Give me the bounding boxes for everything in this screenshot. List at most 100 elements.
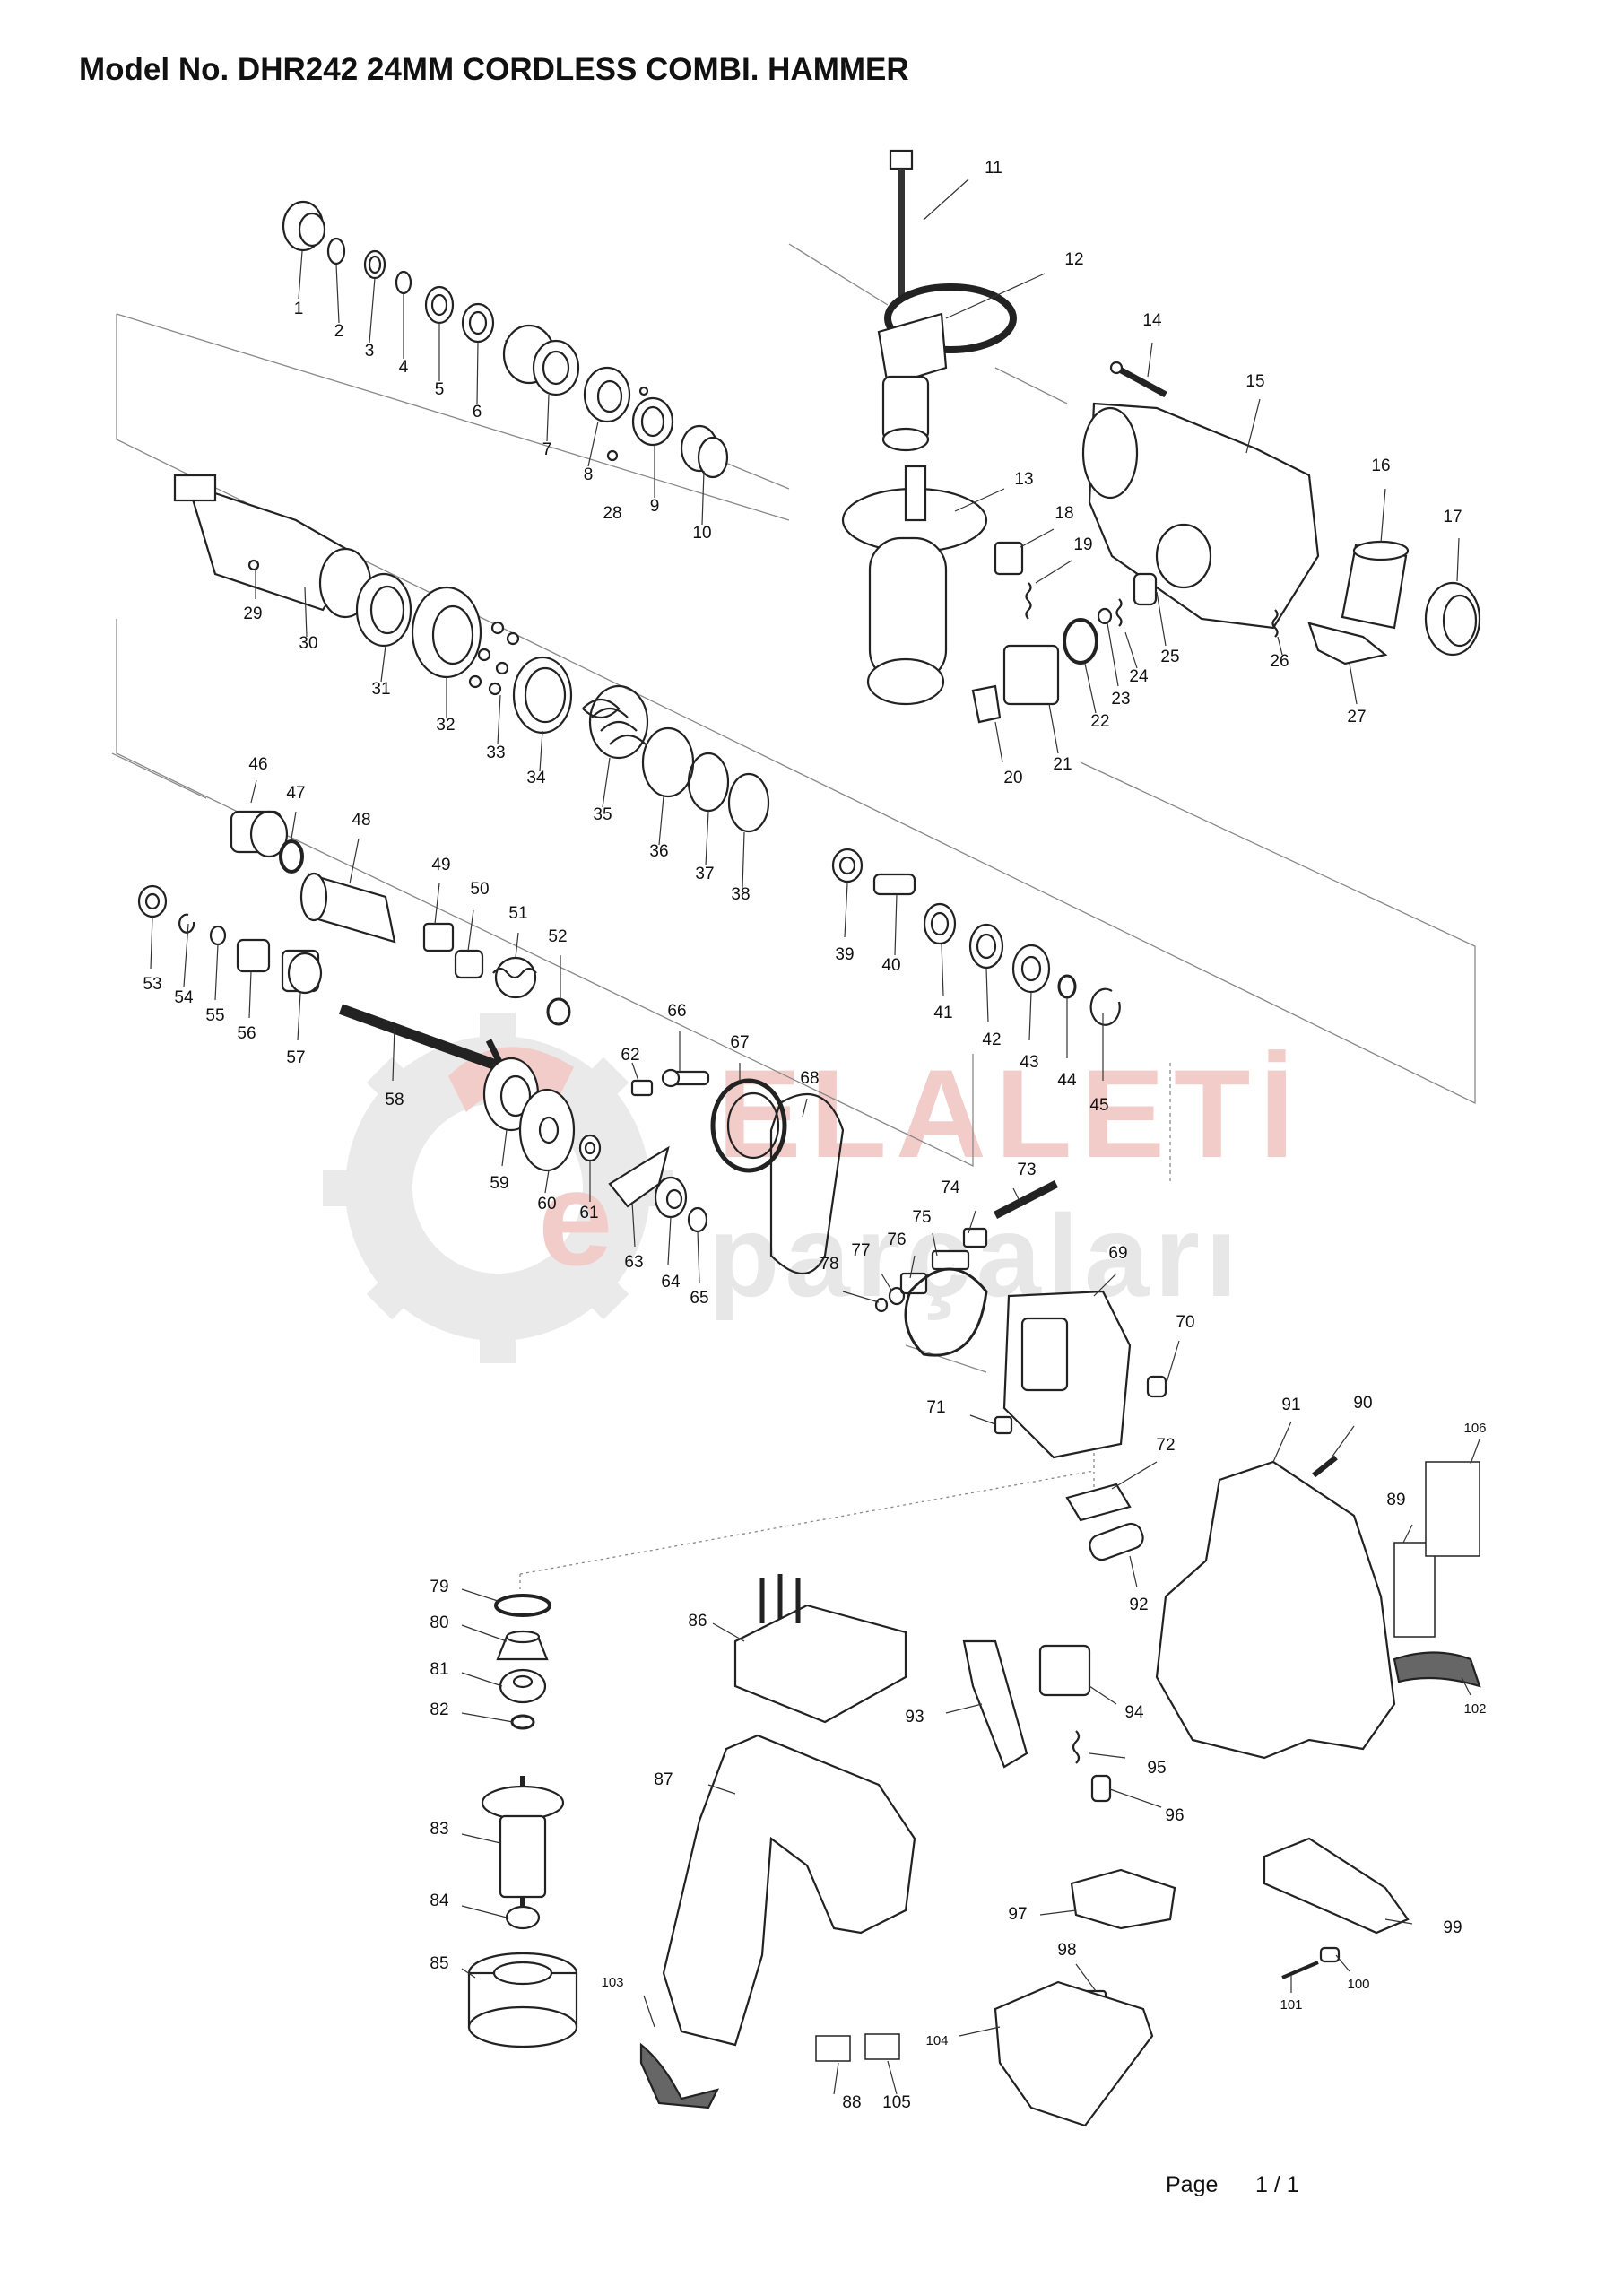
- part-15-art: [1081, 402, 1320, 630]
- part-label-60: 60: [537, 1195, 556, 1213]
- part-label-103: 103: [601, 1975, 623, 1990]
- part-82-art: [510, 1714, 535, 1730]
- part-label-22: 22: [1090, 712, 1109, 731]
- part-81-art: [499, 1668, 547, 1704]
- part-label-38: 38: [731, 885, 750, 904]
- part-label-71: 71: [926, 1398, 945, 1417]
- part-label-84: 84: [430, 1892, 449, 1910]
- part-label-85: 85: [430, 1954, 448, 1973]
- part-74-art: [962, 1227, 988, 1248]
- part-85-art: [467, 1952, 578, 2048]
- part-label-52: 52: [548, 927, 567, 946]
- part-4-art: [395, 270, 412, 295]
- part-3-art: [363, 249, 386, 280]
- part-36-art: [641, 726, 695, 798]
- part-40-art: [872, 873, 916, 896]
- part-11-art: [889, 149, 914, 296]
- part-label-51: 51: [508, 904, 527, 923]
- watermark-logo: e ELALETİ parçaları: [323, 1013, 1294, 1363]
- part-2-art: [326, 237, 346, 265]
- part-78-art: [874, 1297, 889, 1313]
- part-48-art: [299, 872, 396, 944]
- part-12-art: [877, 283, 1017, 452]
- part-label-17: 17: [1443, 508, 1462, 526]
- part-label-39: 39: [835, 945, 854, 964]
- part-10-art: [680, 424, 729, 479]
- part-25-art: [1133, 572, 1158, 606]
- watermark-word-parcalari: parçaları: [708, 1190, 1243, 1321]
- part-42-art: [968, 923, 1004, 970]
- part-label-81: 81: [430, 1660, 448, 1679]
- part-label-16: 16: [1371, 457, 1390, 475]
- part-label-36: 36: [649, 842, 668, 861]
- part-label-11: 11: [985, 159, 1002, 178]
- part-label-5: 5: [435, 380, 445, 399]
- part-104-art: [994, 1980, 1154, 2127]
- part-label-96: 96: [1165, 1806, 1184, 1825]
- part-label-79: 79: [430, 1578, 448, 1596]
- part-label-58: 58: [385, 1091, 404, 1109]
- part-84-art: [505, 1905, 541, 1930]
- part-52-art: [546, 997, 571, 1026]
- part-6-art: [461, 302, 495, 344]
- part-83-art: [481, 1776, 565, 1906]
- part-90-art: [1312, 1455, 1338, 1478]
- part-64-art: [654, 1176, 688, 1219]
- part-13-art: [841, 465, 988, 706]
- part-102-art: [1393, 1651, 1481, 1688]
- part-label-105: 105: [882, 2093, 911, 2112]
- part-105-art: [864, 2033, 900, 2060]
- part-label-25: 25: [1160, 648, 1179, 666]
- part-label-56: 56: [237, 1024, 256, 1043]
- part-label-48: 48: [352, 811, 370, 830]
- part-label-24: 24: [1129, 667, 1149, 686]
- part-35-art: [582, 684, 649, 760]
- part-77-art: [888, 1286, 906, 1306]
- part-label-70: 70: [1176, 1313, 1194, 1332]
- part-label-76: 76: [887, 1231, 906, 1249]
- part-label-47: 47: [286, 784, 305, 803]
- part-label-28: 28: [603, 504, 621, 523]
- part-label-32: 32: [436, 716, 455, 735]
- part-41-art: [923, 902, 957, 945]
- part-39-art: [831, 848, 864, 883]
- part-21-art: [1002, 644, 1060, 706]
- part-56-art: [236, 938, 271, 973]
- part-label-40: 40: [881, 956, 900, 975]
- page-title: Model No. DHR242 24MM CORDLESS COMBI. HA…: [79, 52, 909, 87]
- part-95-art: [1072, 1730, 1081, 1764]
- part-label-95: 95: [1147, 1759, 1166, 1778]
- part-5-art: [424, 285, 455, 325]
- part-50-art: [454, 949, 484, 979]
- part-24-art: [1115, 598, 1123, 627]
- footer-page-number: 1 / 1: [1255, 2172, 1299, 2197]
- part-37-art: [687, 752, 730, 813]
- part-label-54: 54: [174, 988, 194, 1007]
- part-label-89: 89: [1386, 1491, 1405, 1509]
- part-label-104: 104: [925, 2033, 948, 2048]
- part-16-art: [1341, 540, 1410, 630]
- part-label-26: 26: [1270, 652, 1289, 671]
- part-22-art: [1063, 618, 1098, 665]
- part-99-art: [1263, 1837, 1410, 1935]
- part-14-art: [1109, 361, 1167, 398]
- part-101-art: [1281, 1961, 1319, 1979]
- part-94-art: [1038, 1644, 1091, 1697]
- part-label-7: 7: [542, 440, 552, 459]
- part-label-97: 97: [1008, 1905, 1027, 1924]
- part-71-art: [994, 1415, 1013, 1435]
- part-label-68: 68: [800, 1069, 819, 1088]
- part-label-41: 41: [933, 1004, 952, 1022]
- part-label-67: 67: [730, 1033, 749, 1052]
- part-label-18: 18: [1055, 504, 1073, 523]
- part-label-59: 59: [490, 1174, 508, 1193]
- part-label-69: 69: [1108, 1244, 1127, 1263]
- part-label-73: 73: [1017, 1161, 1036, 1179]
- part-label-50: 50: [470, 880, 489, 899]
- part-97-art: [1070, 1868, 1176, 1930]
- part-69-art: [1002, 1290, 1132, 1459]
- part-label-49: 49: [431, 856, 450, 874]
- part-label-45: 45: [1089, 1096, 1108, 1115]
- part-100-art: [1319, 1946, 1341, 1963]
